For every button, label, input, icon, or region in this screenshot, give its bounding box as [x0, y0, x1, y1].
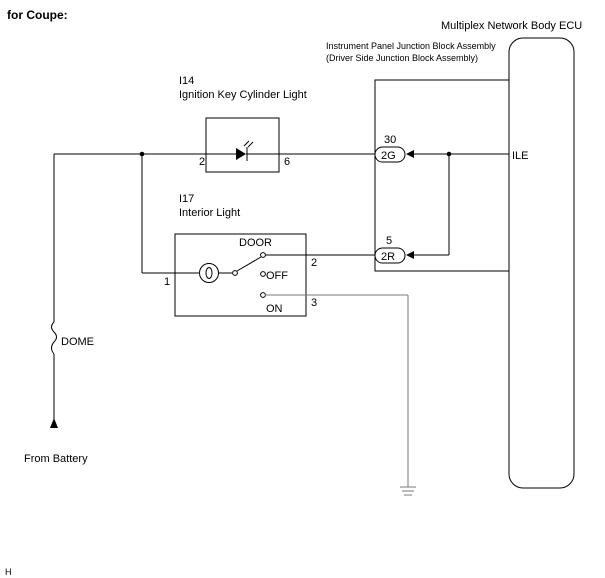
interior-light-pin-1: 1 [164, 276, 170, 288]
key-light-pin-out: 6 [284, 156, 290, 168]
battery-source-label: From Battery [24, 453, 88, 465]
connector-2r-name: 2R [381, 251, 395, 263]
led-ray-1 [243, 140, 250, 147]
footer-mark: H [5, 567, 12, 577]
switch-position-off: OFF [266, 270, 288, 282]
connector-2g-pin: 30 [384, 134, 396, 146]
battery-arrow-icon [50, 418, 58, 428]
switch-contact-off [260, 271, 266, 277]
diagram-heading: for Coupe: [7, 8, 68, 22]
interior-light-name: Interior Light [179, 207, 240, 219]
lamp-filament [205, 267, 213, 279]
interior-light-pin-2: 2 [311, 257, 317, 269]
led-ray-2 [247, 141, 254, 148]
switch-blade [236, 256, 262, 272]
junction-block-subname: (Driver Side Junction Block Assembly) [326, 53, 478, 63]
switch-position-on: ON [266, 303, 283, 315]
switch-pivot [232, 270, 238, 276]
ecu-terminal-ile: ILE [512, 150, 529, 162]
interior-light-box [174, 233, 307, 317]
connector-2g-name: 2G [381, 150, 396, 162]
ecu-body [508, 37, 575, 489]
connector-2r-arrow-icon [406, 251, 414, 259]
key-light-name: Ignition Key Cylinder Light [179, 89, 307, 101]
connector-2r-pin: 5 [386, 235, 392, 247]
key-light-box [205, 117, 280, 173]
interior-light-pin-3: 3 [311, 297, 317, 309]
ecu-name: Multiplex Network Body ECU [441, 20, 582, 32]
lamp-icon [199, 263, 219, 283]
switch-position-door: DOOR [239, 237, 272, 249]
led-icon [236, 148, 246, 160]
key-light-code: I14 [179, 75, 194, 87]
fuse-symbol [51, 321, 57, 355]
junction-block-body [374, 79, 510, 272]
connector-2g-arrow-icon [406, 150, 414, 158]
interior-light-code: I17 [179, 193, 194, 205]
switch-contact-on [260, 292, 266, 298]
connector-2r [374, 247, 406, 264]
fuse-label: DOME [61, 336, 94, 348]
junction-block-name: Instrument Panel Junction Block Assembly [326, 41, 496, 51]
key-light-pin-in: 2 [199, 156, 205, 168]
connector-2g [374, 146, 406, 163]
switch-contact-door [260, 252, 266, 258]
